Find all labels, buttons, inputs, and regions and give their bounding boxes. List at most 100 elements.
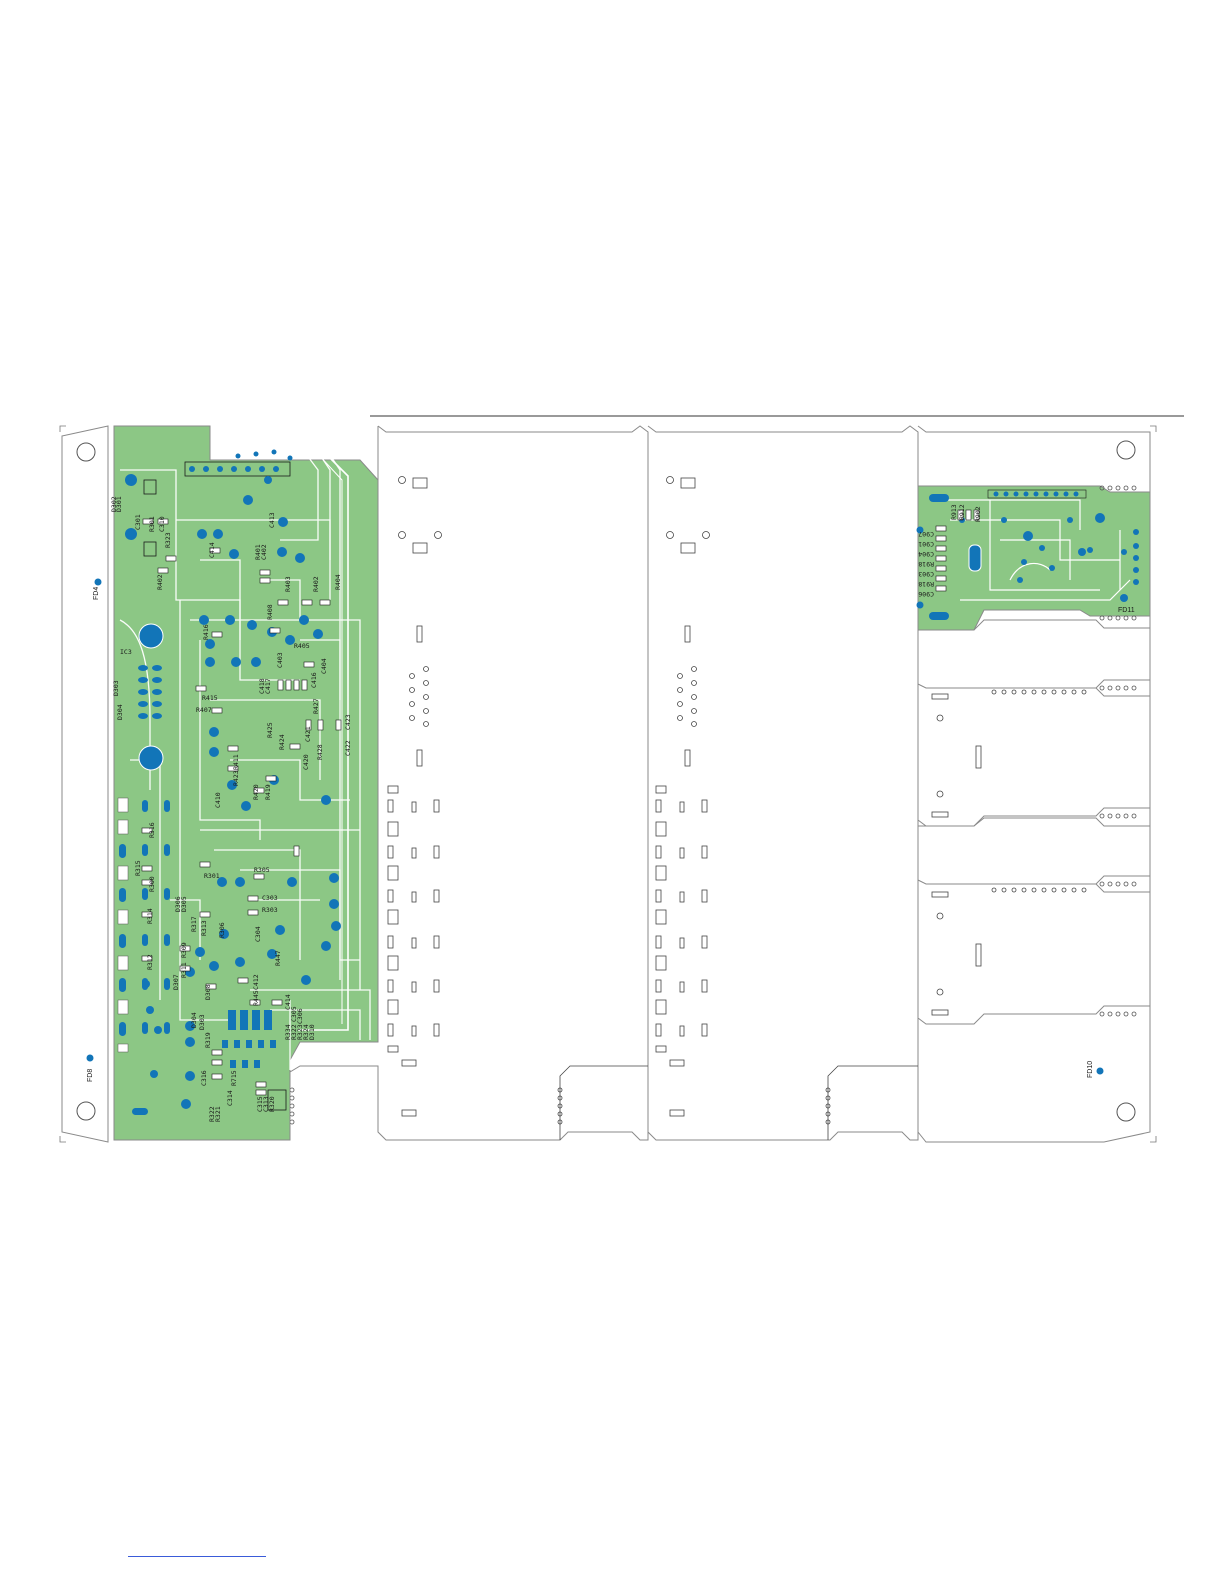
component-label: C414 — [208, 542, 216, 558]
component-label: D310 — [308, 1024, 316, 1040]
component-label: C316 — [200, 1070, 208, 1086]
component-label: D308 — [204, 984, 212, 1000]
component-label: C906 — [918, 590, 934, 598]
fiducial-label-fd11: FD11 — [1118, 607, 1135, 614]
trimmer-pot-bottom — [138, 745, 164, 771]
component-label: R324 — [302, 1024, 310, 1040]
component-label: R322 — [290, 1024, 298, 1040]
component-label: C306 — [296, 1008, 304, 1024]
component-label: R317 — [190, 916, 198, 932]
right-traces — [940, 499, 1131, 601]
component-label: R427 — [312, 698, 320, 714]
fiducial-label-fd4: FD4 — [93, 587, 100, 600]
mounting-hole-bottom-left — [76, 1101, 96, 1121]
component-label: C904 — [918, 550, 934, 558]
component-label: D303 — [112, 680, 120, 696]
oval-pads — [119, 800, 170, 1115]
component-label: C410 — [214, 792, 222, 808]
component-label: IC3 — [120, 648, 132, 656]
component-label: R913 — [950, 504, 958, 520]
component-label: C304 — [254, 926, 262, 942]
component-label: R402 — [312, 576, 320, 592]
fiducial-dot — [94, 578, 102, 586]
component-label: C314 — [226, 1090, 234, 1106]
component-label: R300 — [148, 876, 156, 892]
component-label: C404 — [320, 658, 328, 674]
component-label: R315 — [134, 860, 142, 876]
component-label: C901 — [918, 540, 934, 548]
ic-outline — [143, 479, 157, 495]
component-label: R445 — [252, 990, 260, 1006]
component-label: R301 — [204, 872, 220, 880]
component-label: R404 — [334, 574, 342, 590]
component-label: D306 — [174, 896, 182, 912]
component-label: C416 — [310, 672, 318, 688]
fiducial-dot — [1096, 1067, 1104, 1075]
mounting-hole-bottom-right — [1116, 1102, 1136, 1122]
component-label: R306 — [218, 922, 226, 938]
right-sub-panel-features — [931, 689, 1087, 1016]
component-label: C305 — [290, 1006, 298, 1022]
component-label: R305 — [254, 866, 270, 874]
edge-slot-pads — [117, 797, 129, 1053]
panel-a-features — [387, 476, 648, 1140]
component-label: R323 — [164, 532, 172, 548]
component-label: R312 — [146, 954, 154, 970]
main-board — [113, 425, 379, 1141]
right-board-smd — [935, 509, 980, 592]
component-label: R424 — [278, 734, 286, 750]
component-label: R320 — [268, 1096, 276, 1112]
component-label: R415 — [202, 694, 218, 702]
right-board-header — [987, 489, 1087, 499]
component-label: R402 — [156, 574, 164, 590]
mounting-hole-top-left — [76, 442, 96, 462]
header-connector — [184, 461, 291, 477]
component-label: C417 — [264, 678, 272, 694]
component-label: R408 — [266, 604, 274, 620]
footer-link-underline[interactable] — [128, 1556, 266, 1557]
fiducial-label-fd10: FD10 — [1087, 1061, 1094, 1078]
component-label: C310 — [158, 516, 166, 532]
component-label: C414 — [284, 994, 292, 1010]
component-label: R405 — [294, 642, 310, 650]
component-label: R918 — [918, 580, 934, 588]
component-label: R319 — [204, 1032, 212, 1048]
component-label: R416 — [202, 624, 210, 640]
component-label: R322 — [208, 1106, 216, 1122]
component-label: R411 — [232, 754, 240, 770]
traces — [119, 439, 371, 1070]
component-label: C303 — [262, 894, 278, 902]
component-label: C418 — [258, 678, 266, 694]
component-label: R323 — [296, 1024, 304, 1040]
smd-parts — [141, 518, 342, 1096]
component-label: R918 — [918, 560, 934, 568]
component-label: R313 — [200, 920, 208, 936]
component-label: C422 — [344, 740, 352, 756]
component-label: D303 — [198, 1014, 206, 1030]
component-label: C412 — [252, 974, 260, 990]
component-label: D305 — [180, 896, 188, 912]
component-label: D302 — [110, 496, 118, 512]
header-pins — [189, 449, 293, 472]
edge-dots — [289, 1087, 295, 1125]
component-label: R425 — [266, 722, 274, 738]
crop-marks — [59, 425, 1157, 1143]
component-label: R912 — [958, 504, 966, 520]
component-label: C903 — [918, 570, 934, 578]
component-label: C402 — [260, 544, 268, 560]
component-label: R902 — [974, 506, 982, 522]
ic3-pads — [138, 665, 162, 719]
component-label: C313 — [262, 1096, 270, 1112]
panel-b-outline — [647, 425, 919, 1141]
right-board-pads — [916, 491, 1139, 620]
component-label: C423 — [344, 714, 352, 730]
component-label: R316 — [148, 822, 156, 838]
component-label: C413 — [268, 512, 276, 528]
smd-pads — [222, 1010, 276, 1068]
component-label: D307 — [172, 974, 180, 990]
component-label: R314 — [146, 908, 154, 924]
mounting-hole-top-right — [1116, 440, 1136, 460]
component-label: R715 — [230, 1070, 238, 1086]
